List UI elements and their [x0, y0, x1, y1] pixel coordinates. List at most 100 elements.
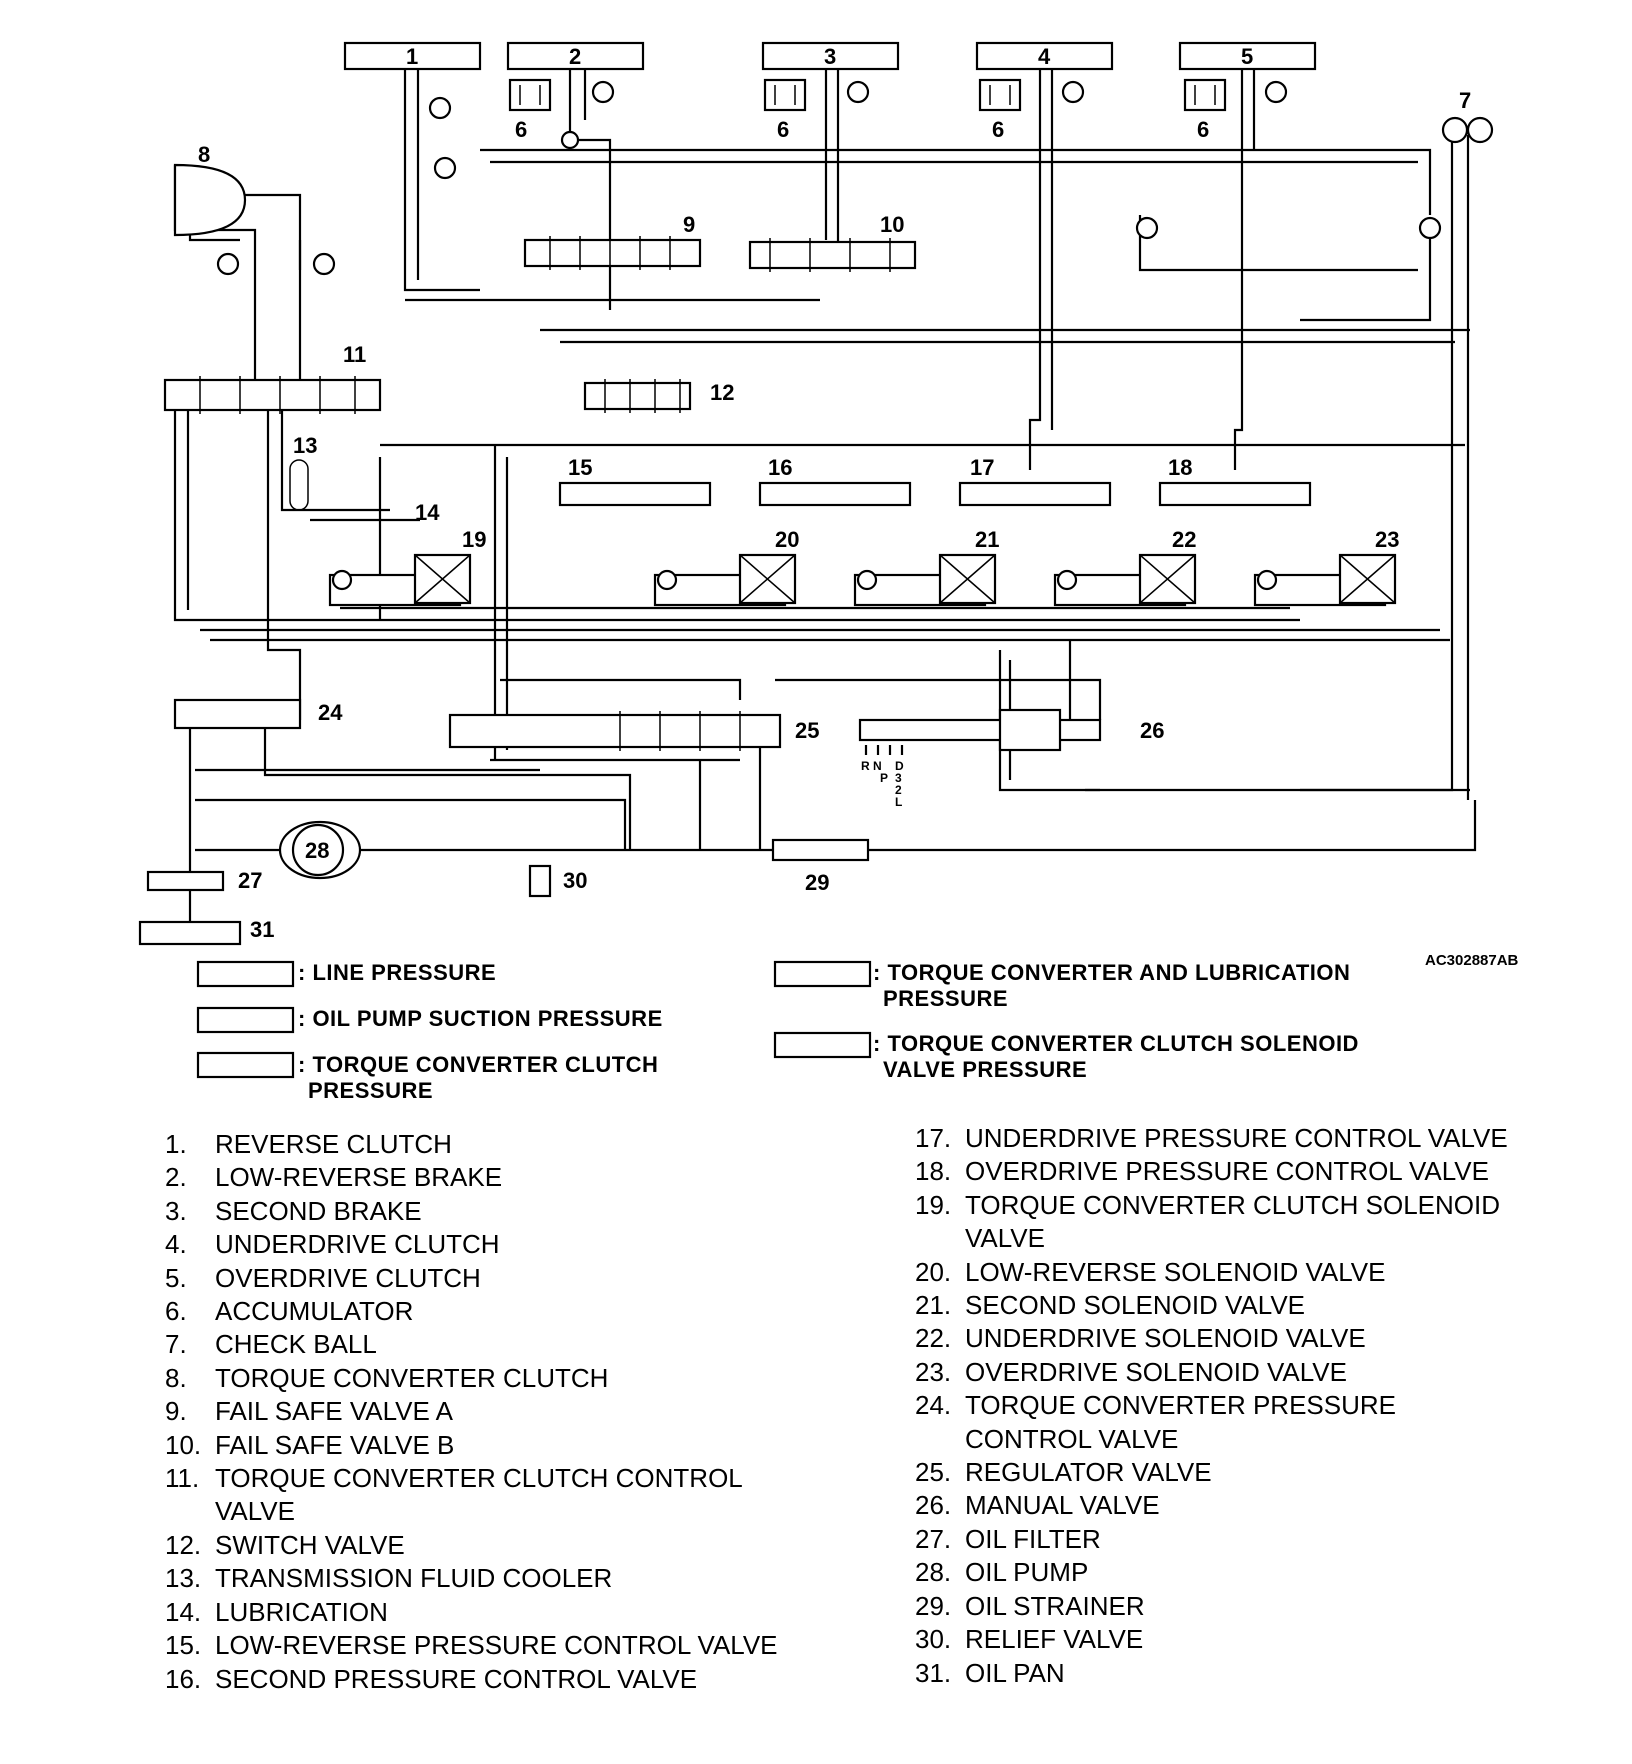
part-item: 27.OIL FILTER — [915, 1523, 1615, 1556]
label-6a: 6 — [515, 117, 527, 142]
part-number: 29. — [915, 1590, 952, 1621]
torque-converter-clutch-shape — [173, 163, 247, 237]
label-13: 13 — [293, 433, 317, 458]
label-28: 28 — [305, 838, 329, 863]
part-item: 26.MANUAL VALVE — [915, 1489, 1615, 1522]
part-item: 12. SWITCH VALVE — [165, 1529, 905, 1562]
part-name: OIL PUMP — [965, 1557, 1089, 1588]
part-item: 14.LUBRICATION — [165, 1596, 905, 1629]
selector-3: 3 — [895, 771, 902, 785]
legend-line-pressure: : LINE PRESSURE — [298, 960, 496, 985]
legend-tc-lubrication: : TORQUE CONVERTER AND LUBRICATION — [873, 960, 1350, 985]
part-number: 23. — [915, 1356, 952, 1387]
label-7: 7 — [1459, 88, 1471, 113]
part-number: 14. — [165, 1596, 202, 1627]
part-item: 16. SECOND PRESSURE CONTROL VALVE — [165, 1663, 905, 1696]
part-name: OIL STRAINER — [965, 1590, 1145, 1621]
part-item: 18.OVERDRIVE PRESSURE CONTROL VALVE — [915, 1155, 1615, 1188]
part-name: ACCUMULATOR — [215, 1296, 414, 1327]
part-name: SECOND BRAKE — [215, 1195, 422, 1226]
part-name: CHECK BALL — [215, 1329, 377, 1360]
part-number: 2. — [165, 1162, 187, 1193]
label-2: 2 — [569, 44, 581, 69]
part-number: 31. — [915, 1657, 952, 1688]
part-item: 29. OIL STRAINER — [915, 1590, 1615, 1623]
part-number: 17. — [915, 1123, 952, 1153]
part-item: 31.OIL PAN — [915, 1657, 1615, 1690]
label-11: 11 — [343, 342, 366, 367]
part-item-continued: CONTROL VALVE — [915, 1423, 1615, 1456]
label-1: 1 — [406, 44, 418, 69]
label-30: 30 — [563, 868, 587, 893]
figure-code: AC302887AB — [1425, 952, 1519, 969]
part-name: FAIL SAFE VALVE A — [215, 1396, 453, 1427]
selector-L: L — [895, 795, 902, 809]
part-name: FAIL SAFE VALVE B — [215, 1429, 455, 1460]
legend-tc-lubrication-line2: PRESSURE — [883, 986, 1008, 1011]
part-name: TORQUE CONVERTER CLUTCH CONTROL — [215, 1463, 743, 1494]
part-name: LOW-REVERSE SOLENOID VALVE — [965, 1256, 1386, 1287]
part-number: 25. — [915, 1457, 952, 1488]
part-name-continued: VALVE — [965, 1223, 1045, 1254]
label-3: 3 — [824, 44, 836, 69]
part-number: 27. — [915, 1523, 952, 1554]
label-9: 9 — [683, 212, 695, 237]
selector-marks: R N P D 3 2 L — [861, 745, 904, 809]
part-number: 11. — [165, 1463, 200, 1494]
part-item: 19.TORQUE CONVERTER CLUTCH SOLENOID — [915, 1189, 1615, 1222]
part-name: TORQUE CONVERTER CLUTCH — [215, 1362, 609, 1393]
swatch-oil-pump-suction — [196, 1006, 295, 1034]
label-29: 29 — [805, 870, 829, 895]
spool-valves — [163, 236, 1312, 752]
label-16: 16 — [768, 455, 792, 480]
label-6c: 6 — [992, 117, 1004, 142]
part-item: 7.CHECK BALL — [165, 1328, 905, 1361]
part-name: LOW-REVERSE BRAKE — [215, 1162, 503, 1193]
label-27: 27 — [238, 868, 262, 893]
legend-tcc-pressure: : TORQUE CONVERTER CLUTCH — [298, 1052, 658, 1077]
clutch-brake-boxes — [343, 41, 1317, 71]
part-item: 11. TORQUE CONVERTER CLUTCH CONTROL — [165, 1462, 905, 1495]
selector-N: N — [873, 759, 882, 773]
legend-oil-pump-suction: : OIL PUMP SUCTION PRESSURE — [298, 1006, 663, 1031]
part-name: SECOND PRESSURE CONTROL VALVE — [215, 1663, 698, 1694]
part-number: 15. — [165, 1630, 202, 1661]
part-number: 22. — [915, 1323, 952, 1354]
label-14: 14 — [415, 500, 440, 525]
part-item-continued: VALVE — [915, 1222, 1615, 1255]
part-item: 3. SECOND BRAKE — [165, 1195, 905, 1228]
label-20: 20 — [775, 527, 799, 552]
part-item: 28.OIL PUMP — [915, 1556, 1615, 1589]
part-number: 3. — [165, 1195, 187, 1226]
part-name: TORQUE CONVERTER CLUTCH SOLENOID — [965, 1189, 1501, 1220]
part-item: 30.RELIEF VALVE — [915, 1623, 1615, 1656]
part-name-continued: VALVE — [215, 1496, 295, 1527]
pipe-network — [173, 69, 1477, 880]
legend-tcc-pressure-line2: PRESSURE — [308, 1078, 433, 1103]
pump-filter-pan — [138, 820, 870, 946]
part-item: 10.FAIL SAFE VALVE B — [165, 1429, 905, 1462]
label-21: 21 — [975, 527, 999, 552]
selector-P: P — [880, 771, 888, 785]
part-name: UNDERDRIVE PRESSURE CONTROL VALVE — [965, 1123, 1508, 1153]
swatch-line-pressure — [196, 960, 295, 988]
part-item: 9.FAIL SAFE VALVE A — [165, 1395, 905, 1428]
part-name: SWITCH VALVE — [215, 1529, 405, 1560]
label-8: 8 — [198, 142, 210, 167]
label-6b: 6 — [777, 117, 789, 142]
accumulators — [508, 78, 1227, 112]
part-item: 8.TORQUE CONVERTER CLUTCH — [165, 1362, 905, 1395]
check-balls — [433, 116, 1494, 240]
legend-tcc-solenoid-line2: VALVE PRESSURE — [883, 1057, 1087, 1082]
part-item: 15.LOW-REVERSE PRESSURE CONTROL VALVE — [165, 1629, 905, 1662]
part-number: 6. — [165, 1296, 187, 1327]
selector-D: D — [895, 759, 904, 773]
part-number: 5. — [165, 1262, 187, 1293]
label-12: 12 — [710, 380, 734, 405]
part-number: 16. — [165, 1663, 202, 1694]
part-item: 24.TORQUE CONVERTER PRESSURE — [915, 1389, 1615, 1422]
part-number: 12. — [165, 1529, 202, 1560]
selector-2: 2 — [895, 783, 902, 797]
pressure-legend: : LINE PRESSURE : OIL PUMP SUCTION PRESS… — [196, 960, 1358, 1103]
